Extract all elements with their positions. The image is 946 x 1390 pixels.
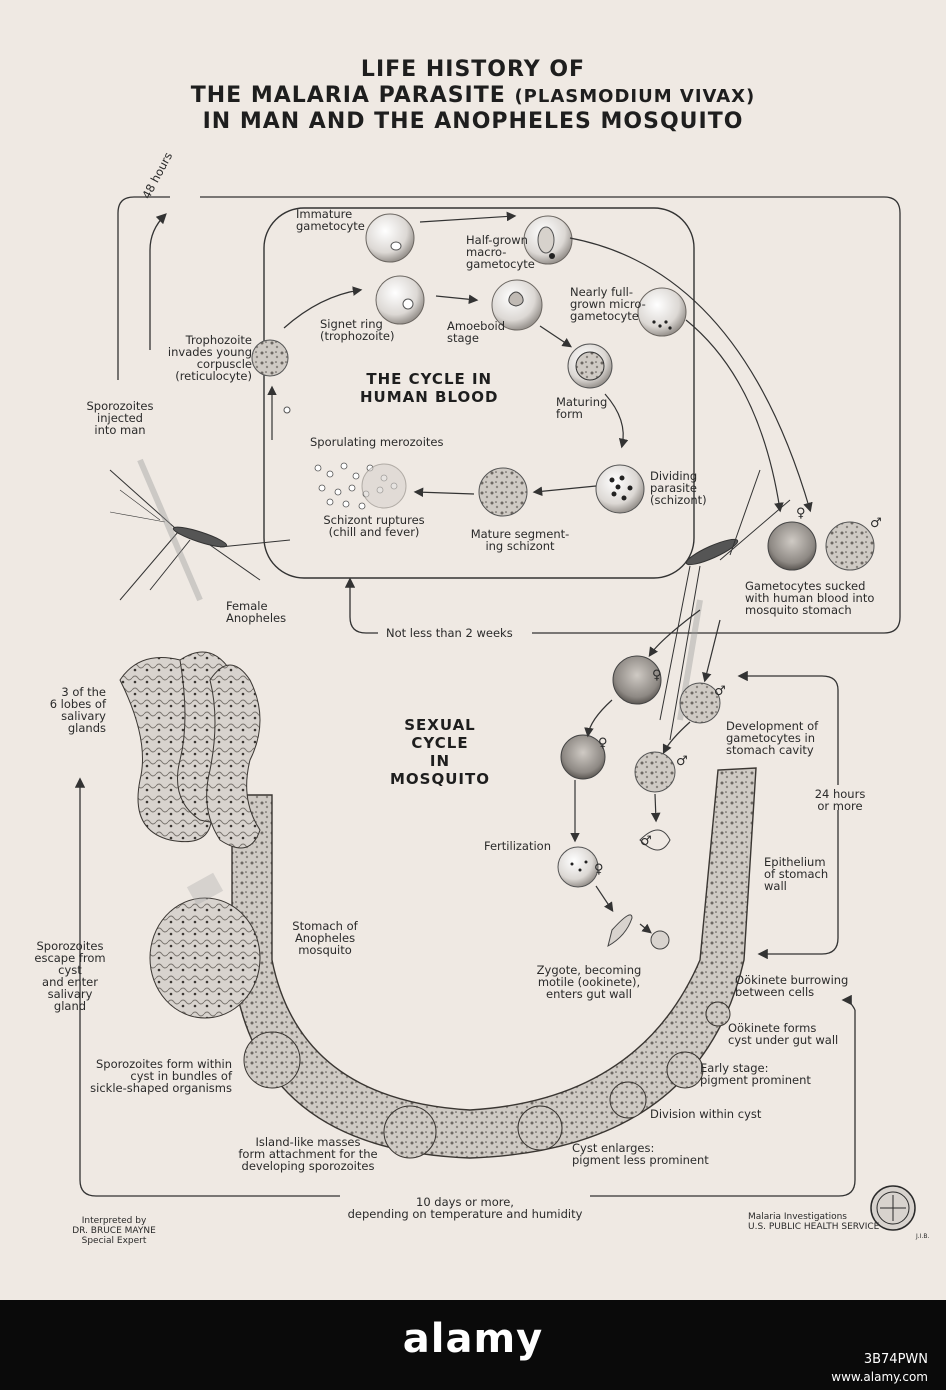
label-signet: Signet ring (trophozoite) [320, 317, 395, 343]
female-symbol-3: ♀ [598, 736, 608, 751]
poster: LIFE HISTORY OF THE MALARIA PARASITE (PL… [0, 0, 946, 1300]
label-early: Early stage: pigment prominent [700, 1061, 811, 1087]
male-symbol-4: ♂ [640, 834, 652, 849]
sexual-cycle-heading: SEXUAL CYCLE IN MOSQUITO [390, 716, 490, 788]
watermark-url: www.alamy.com [831, 1370, 928, 1384]
blood-cycle-box [263, 207, 695, 579]
watermark-logo: alamy [402, 1316, 544, 1362]
stomach-cavity-cells [557, 655, 721, 950]
label-burrowing: Oökinete burrowing between cells [735, 973, 849, 999]
label-division: Division within cyst [650, 1107, 762, 1121]
label-island: Island-like masses form attachment for t… [238, 1135, 378, 1173]
label-dividing: Dividing parasite (schizont) [650, 469, 707, 507]
stock-id: 3B74PWN [863, 1352, 928, 1367]
diagram-artwork [74, 196, 916, 1231]
label-two-weeks: Not less than 2 weeks [386, 626, 513, 640]
label-stomach: Stomach of Anopheles mosquito [292, 919, 358, 957]
label-nearly-full: Nearly full- grown micro- gametocyte [570, 285, 646, 323]
label-amoeboid: Amoeboid stage [447, 319, 506, 345]
label-half-grown: Half-grown macro- gametocyte [466, 233, 535, 271]
label-trophozoite: Trophozoite invades young corpuscle (ret… [167, 333, 252, 383]
credit-right: Malaria Investigations U.S. PUBLIC HEALT… [748, 1212, 880, 1232]
label-development: Development of gametocytes in stomach ca… [726, 719, 819, 757]
mosquito-left [109, 458, 291, 602]
label-mature-seg: Mature segment- ing schizont [470, 527, 570, 553]
label-epithelium: Epithelium of stomach wall [764, 855, 829, 893]
label-fertilization: Fertilization [484, 839, 551, 853]
label-lobes: 3 of the 6 lobes of salivary glands [49, 685, 106, 735]
two-weeks-arrow [344, 577, 378, 634]
title-line2: THE MALARIA PARASITE (PLASMODIUM VIVAX) [0, 84, 946, 109]
male-symbol: ♂ [870, 516, 882, 531]
label-injected: Sporozoites injected into man [86, 399, 154, 437]
credit-initials: J.I.B. [916, 1233, 930, 1240]
label-bundles: Sporozoites form within cyst in bundles … [90, 1057, 232, 1095]
label-escape: Sporozoites escape from cyst and enter s… [34, 939, 106, 1013]
stock-banner [0, 1300, 946, 1390]
title-line1: LIFE HISTORY OF [360, 57, 586, 82]
title-main: THE MALARIA PARASITE [190, 83, 506, 108]
cysts [243, 1001, 731, 1159]
label-ten-days: 10 days or more, depending on temperatur… [347, 1195, 583, 1221]
title-line3: IN MAN AND THE ANOPHELES MOSQUITO [202, 109, 744, 134]
stomach-wall [231, 767, 757, 1159]
label-enlarges: Cyst enlarges: pigment less prominent [572, 1141, 709, 1167]
label-zygote: Zygote, becoming motile (ookinete), ente… [536, 963, 642, 1001]
title-paren: (PLASMODIUM VIVAX) [514, 86, 756, 107]
male-symbol-3: ♂ [676, 754, 688, 769]
label-sporulating: Sporulating merozoites [310, 435, 444, 449]
female-symbol: ♀ [796, 506, 806, 521]
blood-cycle-heading: THE CYCLE IN HUMAN BLOOD [360, 370, 499, 406]
label-ruptures: Schizont ruptures (chill and fever) [323, 513, 425, 539]
label-sucked: Gametocytes sucked with human blood into… [745, 579, 875, 617]
blood-cells [251, 213, 687, 517]
female-symbol-4: ♀ [594, 862, 604, 877]
blood-cycle-arrows [267, 211, 813, 513]
label-female-anopheles: Female Anopheles [226, 599, 287, 625]
male-symbol-2: ♂ [714, 684, 726, 699]
label-cyst-forms: Oökinete forms cyst under gut wall [728, 1021, 839, 1047]
female-symbol-2: ♀ [652, 668, 662, 683]
label-immature: Immature gametocyte [296, 207, 365, 233]
label-24-hours: 24 hours or more [814, 787, 866, 813]
credit-left: Interpreted by DR. BRUCE MAYNE Special E… [72, 1216, 156, 1246]
outer-loop-right [200, 196, 901, 634]
salivary-glands [119, 651, 261, 1019]
outer-loop-left [117, 196, 170, 380]
label-maturing: Maturing form [556, 395, 608, 421]
